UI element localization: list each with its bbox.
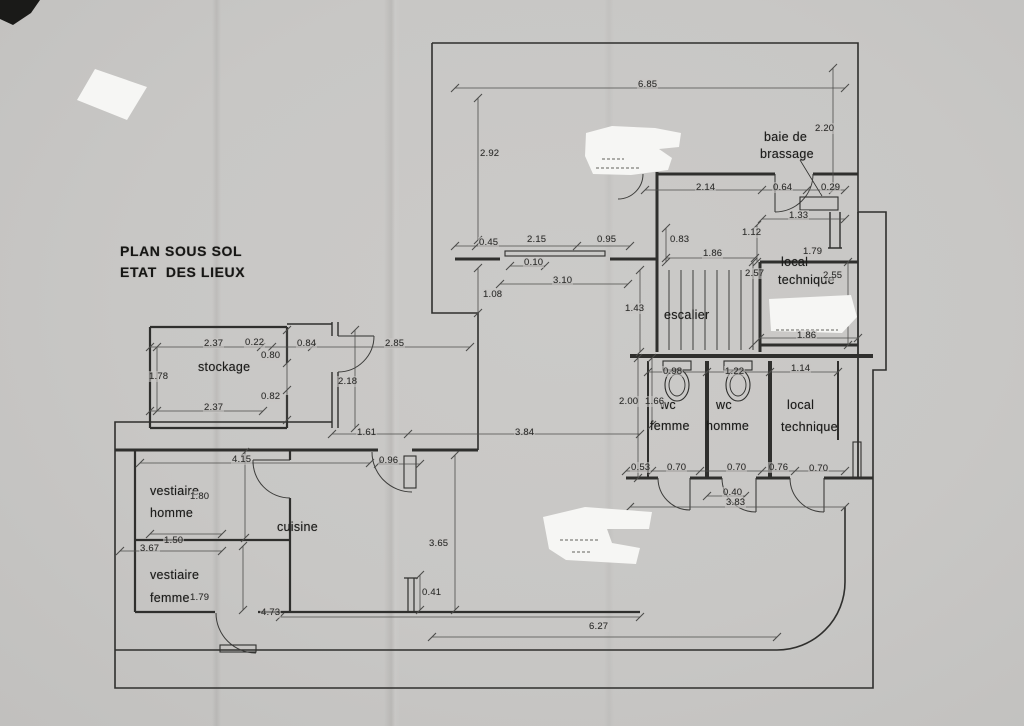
plan-title-line-2: ETAT DES LIEUX (120, 264, 246, 280)
plan-title-line-1: PLAN SOUS SOL (120, 243, 243, 259)
plan-title: PLAN SOUS SOL ETAT DES LIEUX (120, 241, 245, 283)
